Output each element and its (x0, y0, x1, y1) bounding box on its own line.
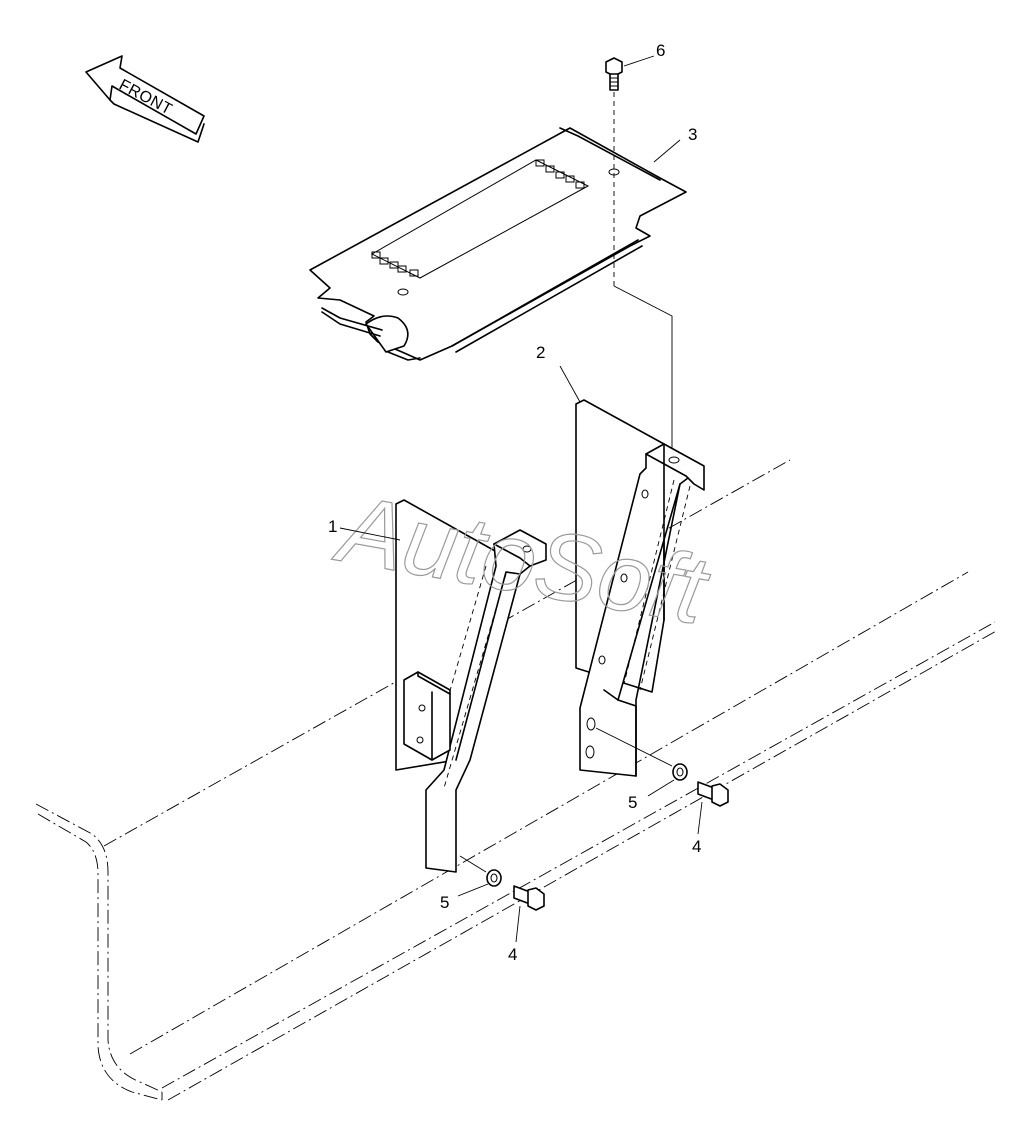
bracket-2 (575, 399, 705, 777)
bolt-4-left-icon (513, 885, 545, 911)
callout-5-left: 5 (440, 893, 449, 912)
slot-squares (371, 159, 585, 277)
washer-5-left-icon (459, 855, 502, 887)
callout-leaders (339, 55, 703, 943)
callout-6: 6 (656, 41, 665, 60)
callout-4-right: 4 (692, 837, 701, 856)
bolt-4-right-icon (697, 781, 729, 807)
front-arrow-icon: FRONT (85, 55, 205, 143)
callout-3: 3 (688, 125, 697, 144)
cover-plate (309, 127, 687, 361)
bolt-6-icon (605, 57, 673, 460)
callout-2: 2 (536, 343, 545, 362)
washer-5-right-icon (595, 727, 688, 781)
callout-5-right: 5 (628, 793, 637, 812)
callout-4-left: 4 (508, 945, 517, 964)
bracket-1 (395, 499, 547, 873)
callout-1: 1 (328, 517, 337, 536)
